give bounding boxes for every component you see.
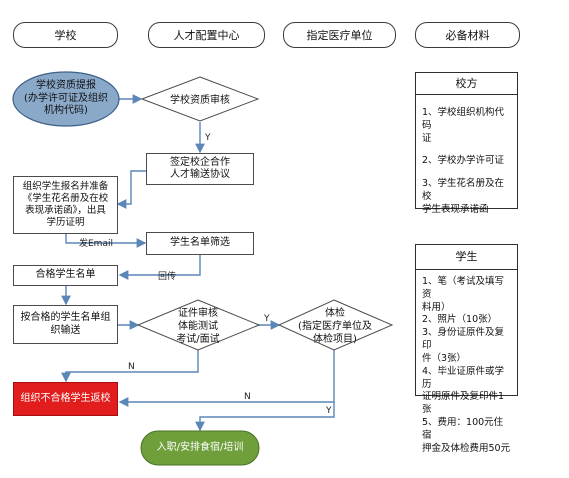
node-return-unqualified: 组织不合格学生返校: [13, 382, 118, 416]
node-onboarding: [140, 430, 260, 466]
node-physical-exam-line-3: 体检项目): [313, 332, 357, 345]
label-physical-yes: Y: [325, 406, 332, 416]
edge-physical-to-onboarding: [195, 402, 335, 432]
node-school-review-text: 学校资质审核: [170, 93, 230, 106]
edge-screening-to-qualified: [118, 255, 201, 280]
node-name-screening: 学生名单筛选: [146, 232, 254, 255]
header-materials: 必备材料: [415, 22, 520, 48]
label-send-email: 发Email: [79, 237, 113, 249]
label-review-yes: Y: [204, 133, 211, 143]
label-physical-no: N: [244, 392, 251, 402]
materials-school-title: 校方: [416, 73, 517, 95]
node-physical-exam-line-2: (指定医疗单位及: [298, 319, 372, 332]
materials-student-item: 1、笔（考试及填写资 料用）: [422, 276, 505, 313]
materials-school: 校方 1、学校组织机构代码 证 2、学校办学许可证 3、学生花名册及在校 学生表…: [415, 72, 518, 215]
node-school-submit-text: 学校资质提报 (办学许可证及组织 机构代码): [24, 80, 108, 117]
materials-school-item: 1、学校组织机构代码 证: [422, 107, 505, 144]
materials-school-item: 3、学生花名册及在校 学生表现承诺函: [422, 178, 505, 215]
materials-student: 学生 1、笔（考试及填写资 料用） 2、照片（10张） 3、身份证原件及复印 件…: [415, 244, 518, 454]
materials-student-item: 4、毕业证原件或学历 证明原件及复印件1张: [422, 365, 505, 416]
node-qualified-list: 合格学生名单: [13, 265, 118, 286]
node-onboarding-text: 入职/安排食宿/培训: [156, 441, 244, 453]
edge-cert-to-reject: [61, 350, 199, 383]
node-school-submit: [12, 71, 120, 127]
header-school: 学校: [13, 22, 118, 48]
label-cert-no: N: [128, 362, 135, 372]
node-school-review: [140, 76, 260, 122]
label-feedback: 回传: [158, 270, 176, 282]
node-physical-exam: [277, 299, 394, 351]
materials-student-item: 2、照片（10张）: [422, 314, 498, 326]
node-cert-review-line-3: 考试/面试: [176, 332, 219, 345]
header-medical-unit: 指定医疗单位: [283, 22, 396, 48]
node-cert-review-line-1: 证件审核: [178, 306, 218, 319]
materials-student-item: 5、费用：100元住宿 押金及体检费用50元: [422, 416, 511, 454]
edge-agreement-to-signup: [116, 170, 146, 209]
node-cert-review: [136, 299, 261, 351]
materials-student-title: 学生: [416, 245, 517, 270]
materials-student-item: 3、身份证原件及复印 件（3张）: [422, 327, 505, 364]
node-organize-signup: 组织学生报名并准备 《学生花名册及在校 表现承诺函》，出具 学历证明: [13, 176, 118, 234]
label-cert-yes: Y: [263, 314, 270, 324]
header-talent-center: 人才配置中心: [148, 22, 265, 48]
edge-signup-to-screening: [65, 234, 147, 248]
node-send-students: 按合格的学生名单组 织输送: [13, 305, 118, 344]
node-cert-review-line-2: 体能测试: [178, 319, 218, 332]
node-sign-agreement: 签定校企合作 人才输送协议: [146, 153, 254, 185]
materials-school-item: 2、学校办学许可证: [422, 155, 505, 167]
node-physical-exam-line-1: 体检: [325, 306, 345, 319]
edge-physical-to-reject: [118, 350, 335, 407]
